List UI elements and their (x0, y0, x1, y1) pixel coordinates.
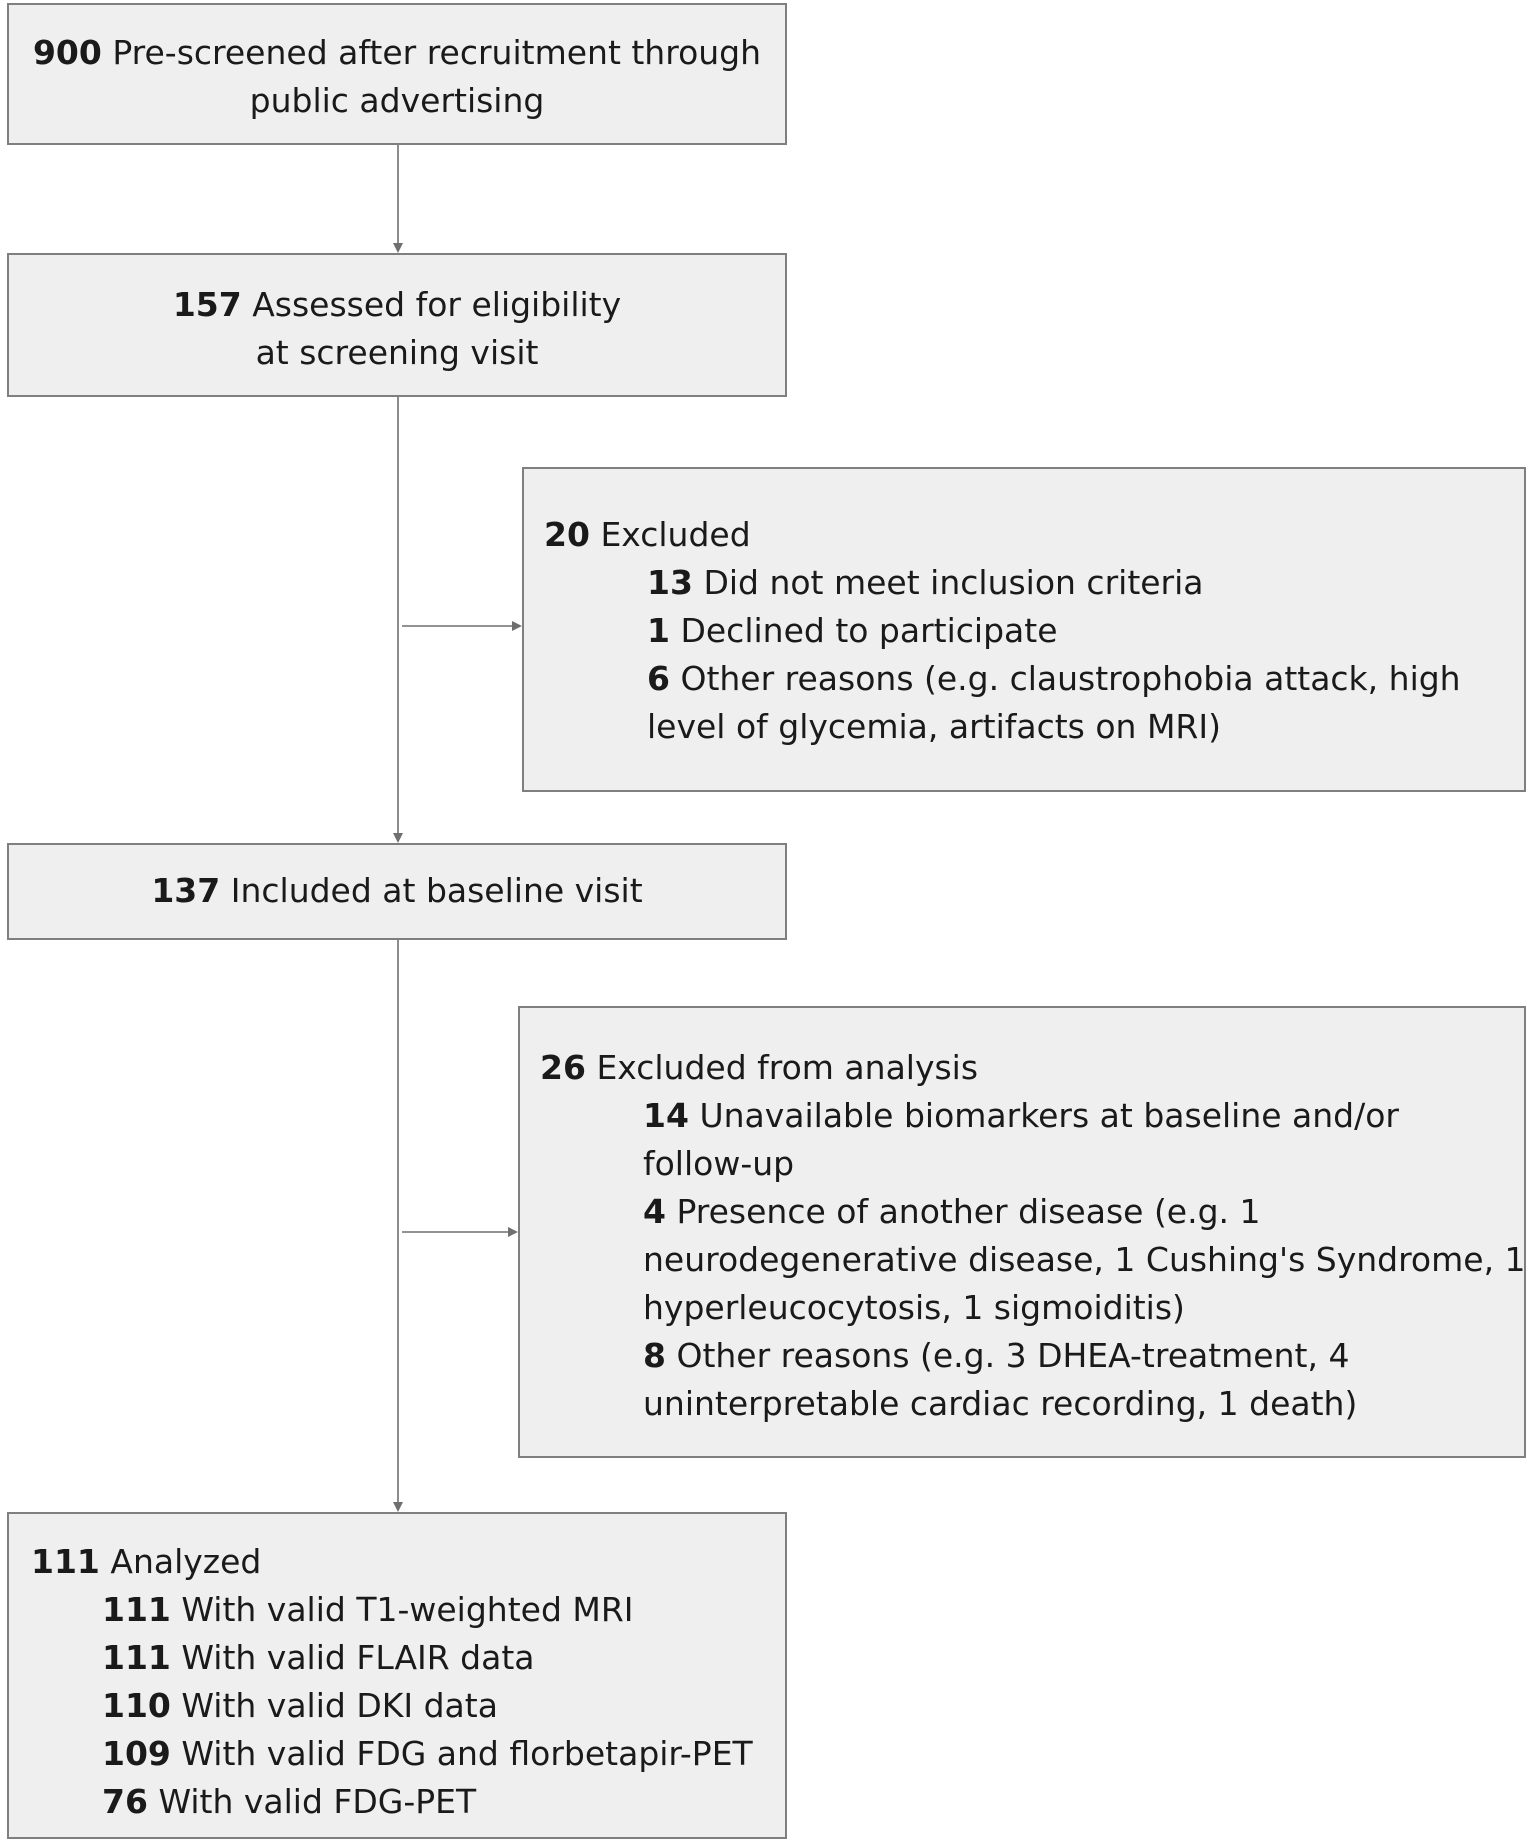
analyzed-item-count: 76 (102, 1782, 148, 1821)
excluded-screening-reason: 6 Other reasons (e.g. claustrophobia att… (544, 655, 1524, 703)
analyzed-item-text: With valid T1-weighted MRI (181, 1590, 634, 1629)
analyzed-item: 111 With valid FLAIR data (31, 1634, 785, 1682)
analyzed-header: 111 Analyzed (31, 1538, 785, 1586)
assessed-count: 157 (172, 285, 242, 324)
reason-text: Unavailable biomarkers at baseline and/o… (699, 1096, 1399, 1135)
analyzed-item: 111 With valid T1-weighted MRI (31, 1586, 785, 1634)
assessed-text: Assessed for eligibility (252, 285, 622, 324)
analyzed-item-count: 110 (102, 1686, 171, 1725)
analyzed-box: 111 Analyzed 111 With valid T1-weighted … (7, 1512, 787, 1839)
assessed-box: 157 Assessed for eligibility at screenin… (7, 253, 787, 397)
prescreened-box: 900 Pre-screened after recruitment throu… (7, 3, 787, 145)
excluded-screening-box: 20 Excluded 13 Did not meet inclusion cr… (522, 467, 1526, 792)
reason-count: 14 (643, 1096, 689, 1135)
reason-text: Other reasons (e.g. claustrophobia attac… (680, 659, 1461, 698)
analyzed-item-text: With valid DKI data (181, 1686, 498, 1725)
excluded-screening-count: 20 (544, 515, 590, 554)
reason-continuation: follow-up (643, 1144, 795, 1183)
analyzed-item-count: 109 (102, 1734, 171, 1773)
reason-text: Declined to participate (680, 611, 1058, 650)
excluded-analysis-reason: 8 Other reasons (e.g. 3 DHEA-treatment, … (540, 1332, 1524, 1380)
excluded-screening-reason: 13 Did not meet inclusion criteria (544, 559, 1524, 607)
reason-continuation: hyperleucocytosis, 1 sigmoiditis) (643, 1288, 1185, 1327)
assessed-line-1: 157 Assessed for eligibility (9, 281, 785, 329)
assessed-line-2: at screening visit (255, 333, 539, 372)
excluded-analysis-reason: 14 Unavailable biomarkers at baseline an… (540, 1092, 1524, 1140)
analyzed-item: 76 With valid FDG-PET (31, 1778, 785, 1826)
reason-count: 4 (643, 1192, 666, 1231)
reason-continuation: level of glycemia, artifacts on MRI) (647, 707, 1221, 746)
excluded-screening-reason: 1 Declined to participate (544, 607, 1524, 655)
reason-continuation: neurodegenerative disease, 1 Cushing's S… (643, 1240, 1526, 1279)
prescreened-line-1: 900 Pre-screened after recruitment throu… (9, 29, 785, 77)
analyzed-item-text: With valid FDG and florbetapir-PET (181, 1734, 753, 1773)
analyzed-label: Analyzed (110, 1542, 262, 1581)
included-text: Included at baseline visit (230, 871, 643, 910)
reason-text: Other reasons (e.g. 3 DHEA-treatment, 4 (676, 1336, 1350, 1375)
reason-text: Presence of another disease (e.g. 1 (676, 1192, 1261, 1231)
included-count: 137 (151, 871, 221, 910)
analyzed-count: 111 (31, 1542, 100, 1581)
reason-continuation: uninterpretable cardiac recording, 1 dea… (643, 1384, 1358, 1423)
excluded-analysis-box: 26 Excluded from analysis 14 Unavailable… (518, 1006, 1526, 1458)
reason-count: 6 (647, 659, 670, 698)
reason-count: 8 (643, 1336, 666, 1375)
excluded-analysis-count: 26 (540, 1048, 586, 1087)
analyzed-item: 109 With valid FDG and florbetapir-PET (31, 1730, 785, 1778)
included-box: 137 Included at baseline visit (7, 843, 787, 940)
excluded-screening-header: 20 Excluded (544, 511, 1524, 559)
prescreened-line-2: public advertising (249, 81, 545, 120)
reason-text: Did not meet inclusion criteria (703, 563, 1204, 602)
analyzed-item-text: With valid FLAIR data (181, 1638, 535, 1677)
prescreened-count: 900 (32, 33, 102, 72)
analyzed-item-count: 111 (102, 1590, 171, 1629)
analyzed-item: 110 With valid DKI data (31, 1682, 785, 1730)
prescreened-text: Pre-screened after recruitment through (112, 33, 762, 72)
excluded-analysis-reason: 4 Presence of another disease (e.g. 1 (540, 1188, 1524, 1236)
excluded-analysis-header: 26 Excluded from analysis (540, 1044, 1524, 1092)
analyzed-item-count: 111 (102, 1638, 171, 1677)
reason-count: 1 (647, 611, 670, 650)
analyzed-item-text: With valid FDG-PET (158, 1782, 477, 1821)
included-line: 137 Included at baseline visit (9, 867, 785, 915)
excluded-screening-label: Excluded (600, 515, 751, 554)
reason-count: 13 (647, 563, 693, 602)
excluded-analysis-label: Excluded from analysis (596, 1048, 979, 1087)
